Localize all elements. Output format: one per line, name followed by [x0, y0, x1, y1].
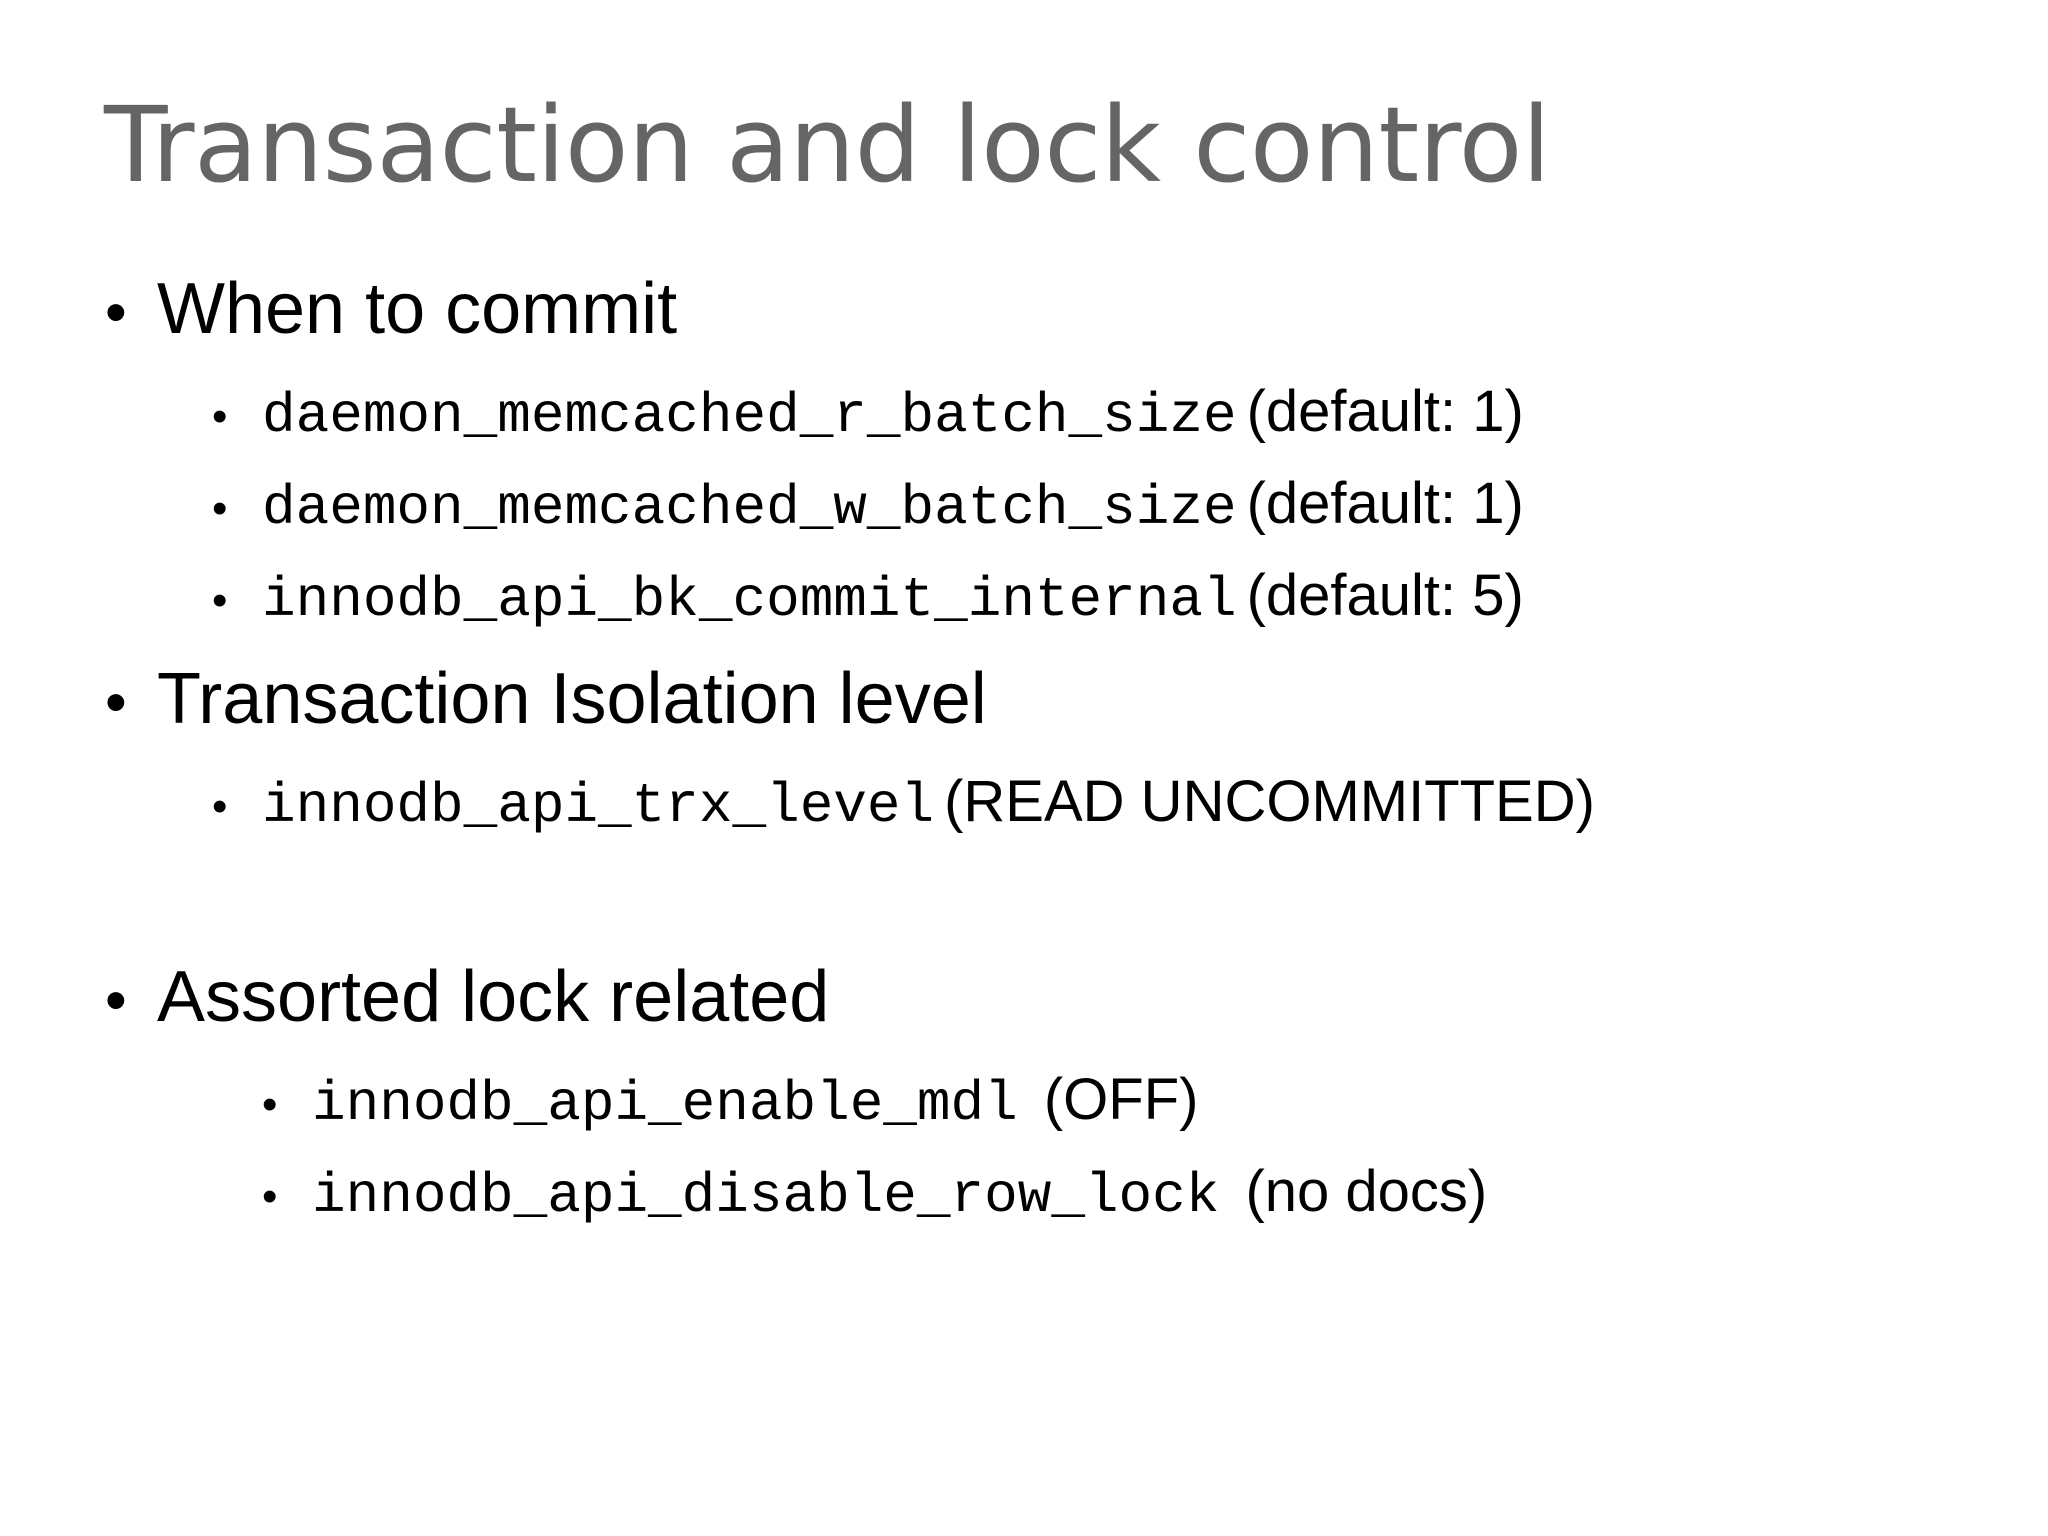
bullet-level1-when-to-commit: • When to commit	[0, 255, 2048, 363]
bullet-level1-assorted-lock-related: • Assorted lock related	[0, 943, 2048, 1051]
bullet-marker-icon: •	[212, 392, 228, 441]
config-variable-name: innodb_api_bk_commit_internal	[262, 568, 1237, 632]
bullet-marker-icon: •	[105, 668, 127, 737]
slide-body: • When to commit • daemon_memcached_r_ba…	[0, 255, 2048, 1241]
config-variable-note: (default: 1)	[1246, 471, 1524, 536]
config-variable-note: (no docs)	[1229, 1159, 1488, 1224]
bullet-level2-item: • daemon_memcached_w_batch_size (default…	[0, 461, 2048, 547]
bullet-level1-label: Assorted lock related	[157, 957, 830, 1037]
bullet-level2-item: • innodb_api_enable_mdl (OFF)	[0, 1057, 2048, 1143]
bullet-marker-icon: •	[105, 278, 127, 347]
bullet-level2-item: • innodb_api_disable_row_lock (no docs)	[0, 1149, 2048, 1235]
bullet-level1-label: When to commit	[157, 269, 678, 349]
config-variable-note: (READ UNCOMMITTED)	[944, 769, 1595, 834]
bullet-marker-icon: •	[262, 1080, 278, 1129]
bullet-level1-transaction-isolation-level: • Transaction Isolation level	[0, 645, 2048, 753]
config-variable-note: (default: 5)	[1246, 563, 1524, 628]
bullet-marker-icon: •	[212, 484, 228, 533]
config-variable-name: innodb_api_disable_row_lock	[312, 1164, 1220, 1228]
config-variable-name: daemon_memcached_w_batch_size	[262, 476, 1237, 540]
bullet-marker-icon: •	[262, 1172, 278, 1221]
bullet-marker-icon: •	[212, 782, 228, 831]
config-variable-name: innodb_api_enable_mdl	[312, 1072, 1018, 1136]
bullet-level2-item: • innodb_api_trx_level (READ UNCOMMITTED…	[0, 759, 2048, 845]
bullet-marker-icon: •	[105, 966, 127, 1035]
blank-line-spacer	[0, 851, 2048, 943]
bullet-level1-label: Transaction Isolation level	[157, 659, 987, 739]
bullet-level2-item: • daemon_memcached_r_batch_size (default…	[0, 369, 2048, 455]
bullet-marker-icon: •	[212, 576, 228, 625]
config-variable-name: innodb_api_trx_level	[262, 774, 935, 838]
bullet-level2-item: • innodb_api_bk_commit_internal (default…	[0, 553, 2048, 639]
page-title: Transaction and lock control	[104, 84, 1551, 206]
config-variable-note: (OFF)	[1027, 1067, 1199, 1132]
config-variable-note: (default: 1)	[1246, 379, 1524, 444]
config-variable-name: daemon_memcached_r_batch_size	[262, 384, 1237, 448]
